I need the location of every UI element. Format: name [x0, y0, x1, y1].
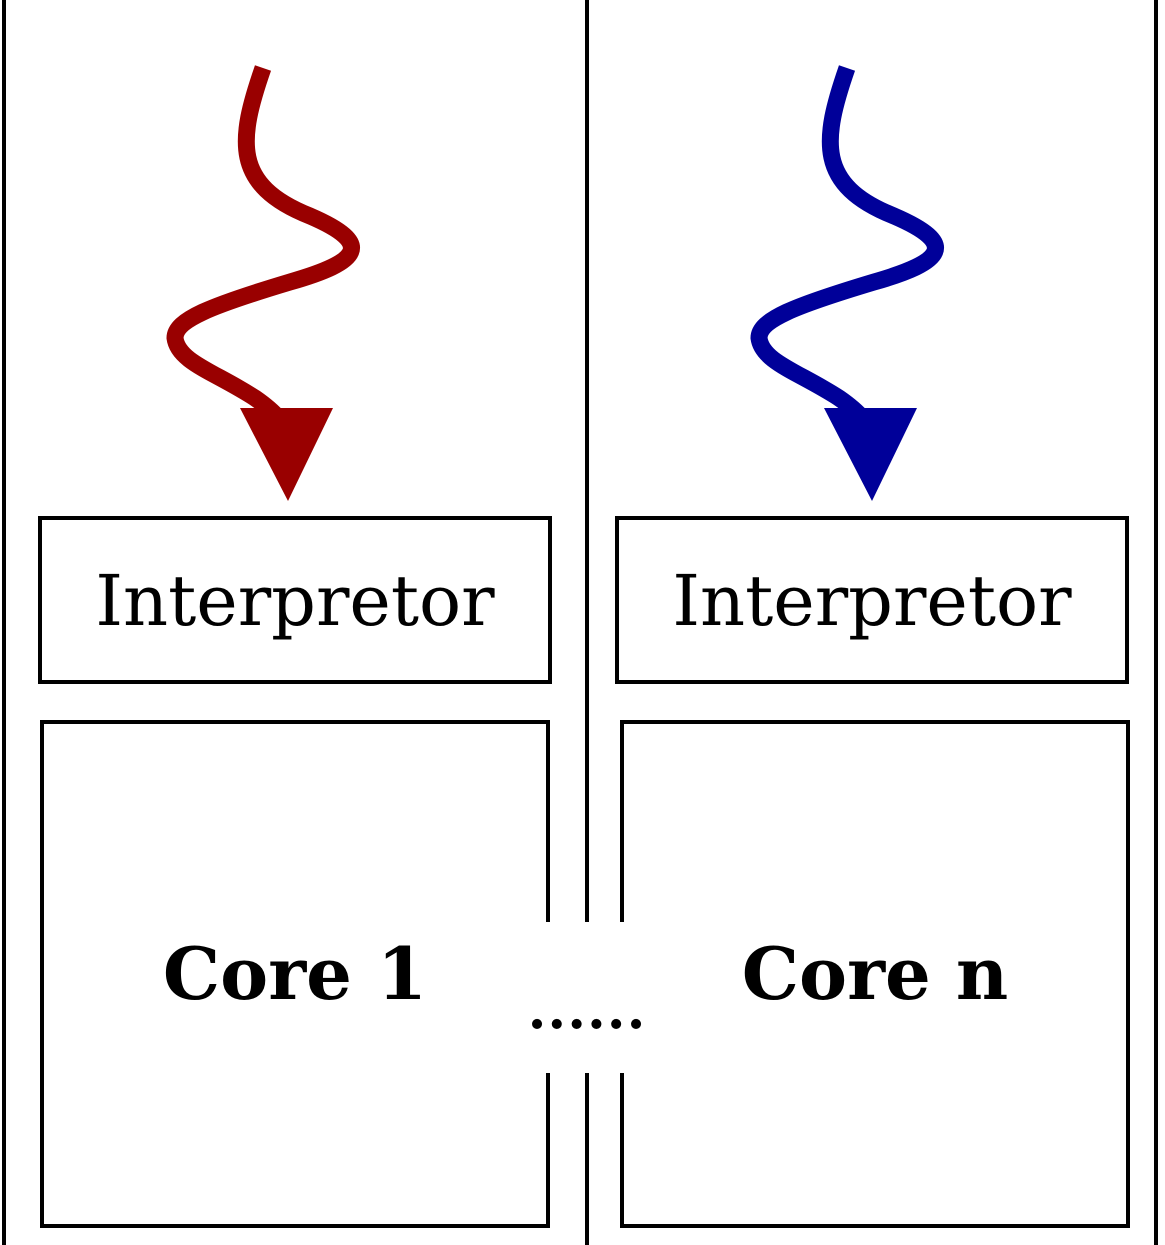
core-box-1 [40, 720, 550, 1228]
core-box-n [620, 720, 1130, 1228]
squiggle-arrow-right-icon [750, 65, 944, 501]
interpreter-label-2: Interpretor [672, 560, 1072, 642]
interpreter-box-2 [615, 516, 1129, 684]
interpreter-box-1 [38, 516, 552, 684]
squiggle-arrow-left-icon [166, 65, 360, 501]
core-label-1: Core 1 [162, 931, 428, 1016]
ellipsis-label: ...... [527, 977, 647, 1041]
core-label-n: Core n [741, 931, 1009, 1016]
interpreter-label-1: Interpretor [95, 560, 495, 642]
